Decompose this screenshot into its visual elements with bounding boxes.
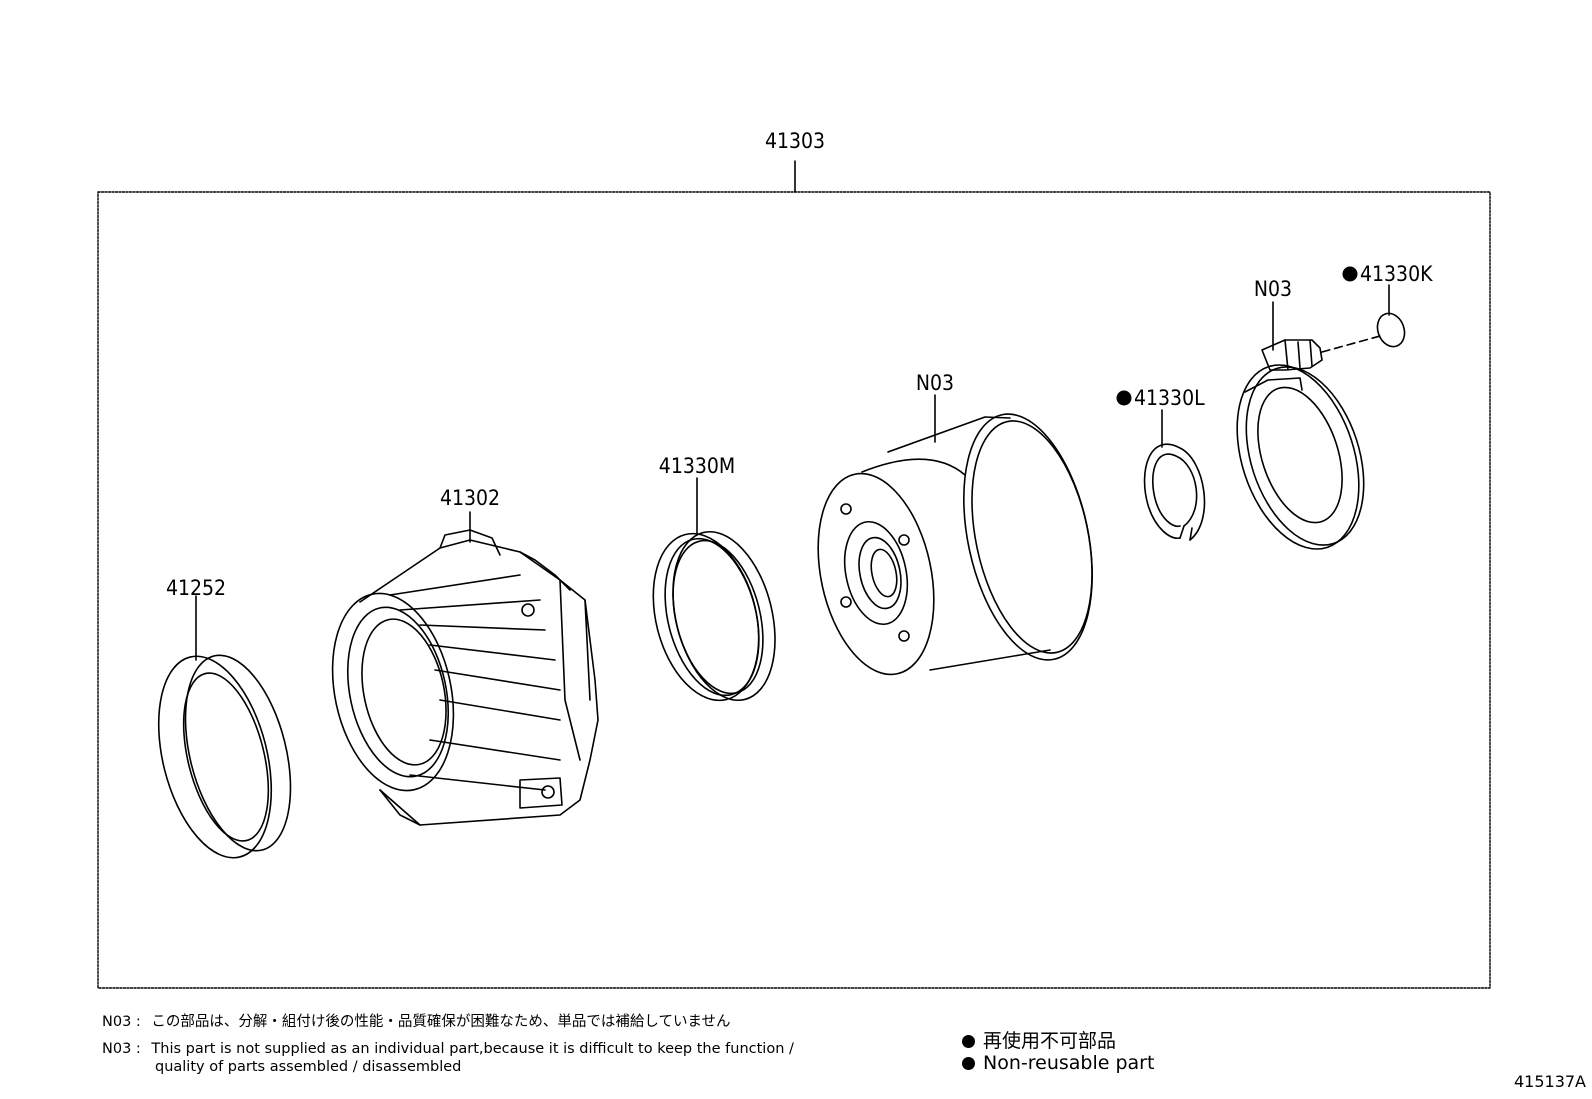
legend-jp: 再使用不可部品	[962, 1026, 1116, 1053]
part-label-N03-sensor: N03	[1254, 277, 1292, 301]
legend-dot-icon	[962, 1035, 975, 1048]
non-reusable-dot-41330K	[1342, 266, 1358, 282]
part-label-N03-drum: N03	[916, 371, 954, 395]
note-jp-prefix: N03 :	[102, 1014, 141, 1030]
note-en: N03 : This part is not supplied as an in…	[102, 1040, 794, 1058]
part-41330M[interactable]: 41330M	[637, 454, 791, 712]
part-label-41330K: 41330K	[1360, 262, 1433, 286]
part-label-41252: 41252	[166, 576, 226, 600]
part-N03-sensor[interactable]: N03	[1215, 277, 1384, 565]
assembly-label: 41303	[765, 129, 825, 153]
legend-jp-text: 再使用不可部品	[983, 1030, 1117, 1052]
note-en-line1: This part is not supplied as an individu…	[151, 1041, 794, 1057]
note-jp: N03 : この部品は、分解・組付け後の性能・品質確保が困難なため、単品では補給…	[102, 1013, 731, 1031]
non-reusable-dot-41330L	[1116, 390, 1132, 406]
part-41302[interactable]: 41302	[315, 486, 599, 826]
part-N03-drum[interactable]: N03	[801, 371, 1113, 685]
note-en-line2: quality of parts assembled / disassemble…	[155, 1059, 462, 1075]
part-label-41330L: 41330L	[1134, 386, 1205, 410]
part-label-41302: 41302	[440, 486, 500, 510]
assembly-frame	[97, 191, 1491, 989]
note-en-cont: quality of parts assembled / disassemble…	[155, 1058, 461, 1076]
legend-en: Non-reusable part	[962, 1052, 1154, 1074]
part-label-41330M: 41330M	[659, 454, 735, 478]
figure-code: 415137A	[1513, 1072, 1586, 1091]
legend-en-text: Non-reusable part	[983, 1052, 1155, 1074]
part-41330L[interactable]: 41330L	[1116, 386, 1206, 541]
part-41252[interactable]: 41252	[140, 576, 309, 870]
note-en-prefix: N03 :	[102, 1041, 141, 1057]
part-41330K[interactable]: 41330K	[1342, 262, 1434, 350]
note-jp-text: この部品は、分解・組付け後の性能・品質確保が困難なため、単品では補給していません	[151, 1014, 731, 1030]
legend-dot-icon	[962, 1057, 975, 1070]
